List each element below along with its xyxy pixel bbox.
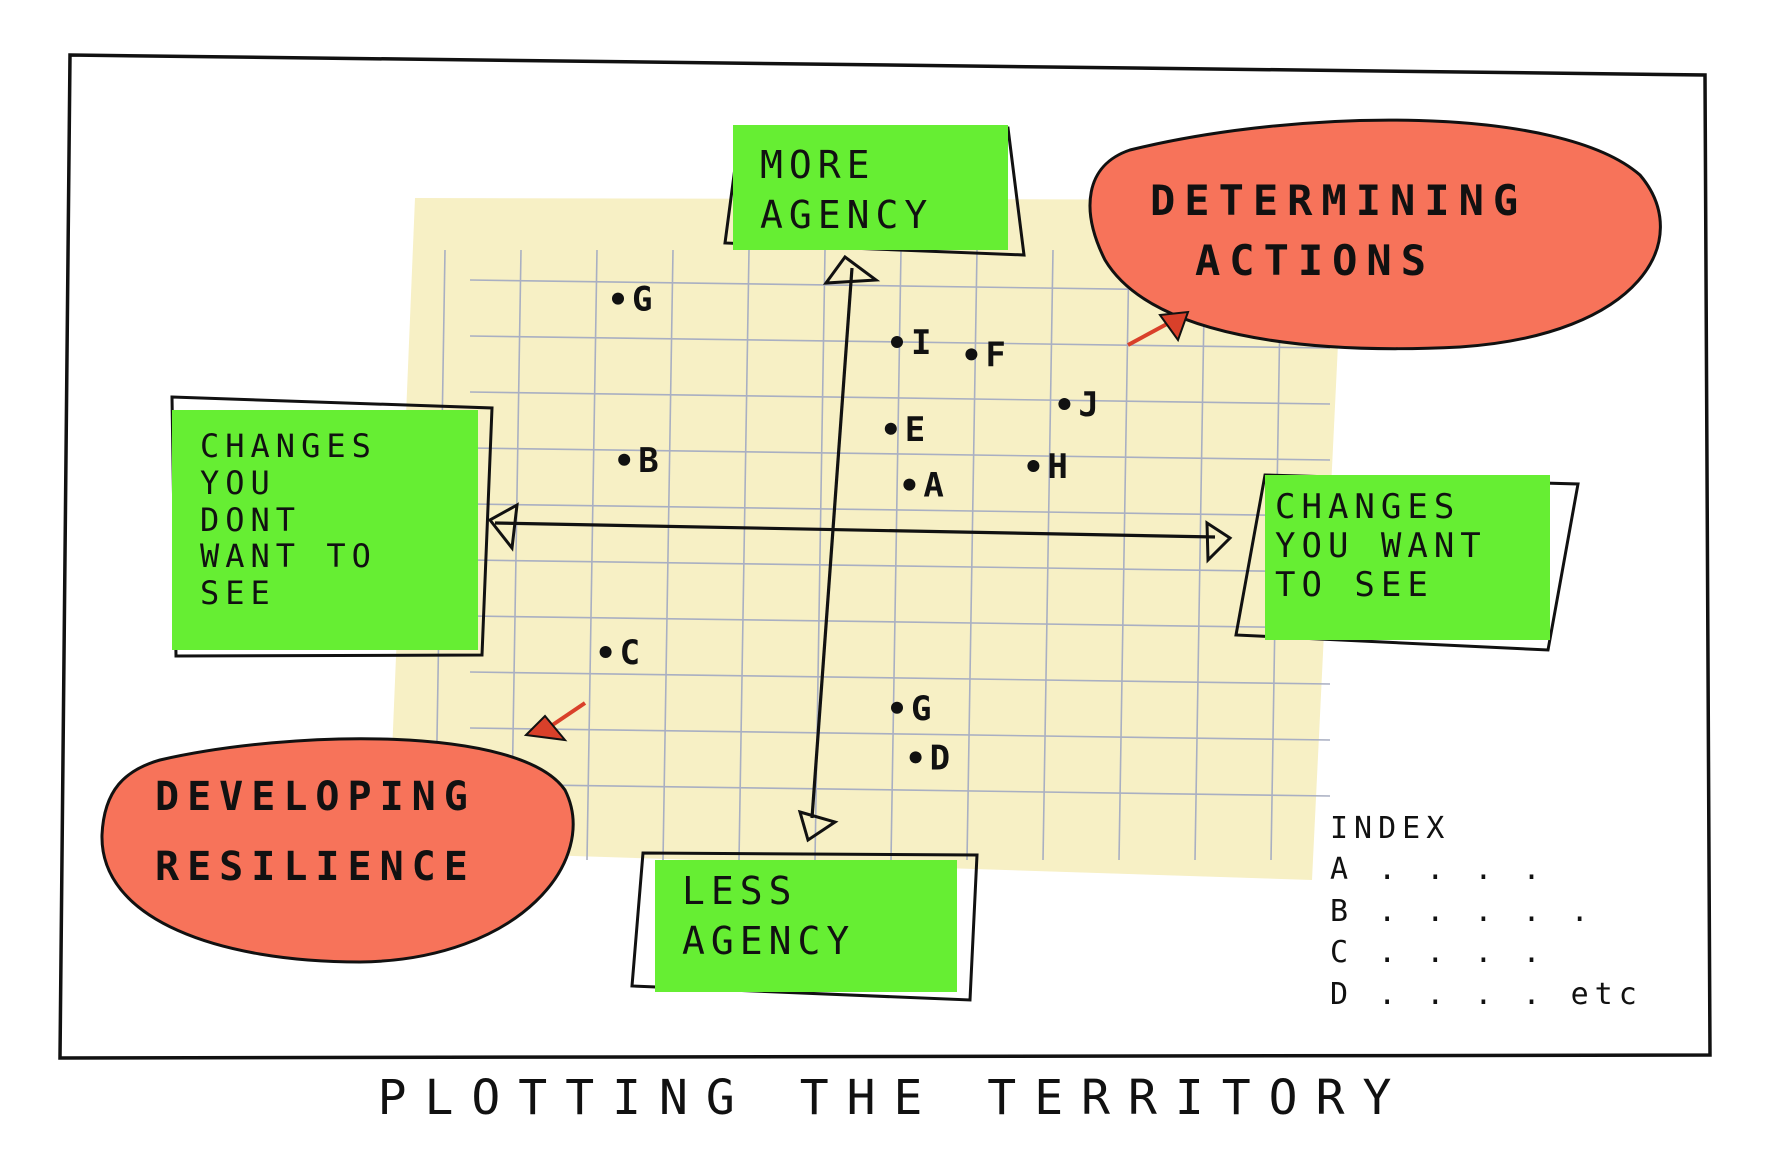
less-agency-label: LESS AGENCY	[682, 869, 856, 964]
vertical-axis-line	[810, 267, 854, 819]
data-point-label: A	[923, 466, 943, 506]
grid-line-horizontal	[469, 503, 1331, 517]
grid-line-vertical	[738, 249, 750, 861]
outer-frame	[58, 53, 1712, 1060]
grid-line-horizontal	[469, 783, 1331, 797]
data-point-dot	[903, 478, 916, 491]
index-row: A . . . .	[1330, 852, 1547, 888]
arrowhead-determining-actions	[1158, 310, 1190, 343]
data-point-label: D	[930, 738, 950, 778]
grid-lines	[434, 249, 1331, 861]
data-point-dot	[884, 422, 897, 435]
data-point-label: B	[638, 441, 658, 481]
data-point-dot	[909, 751, 922, 764]
index-row: C . . . .	[1330, 935, 1547, 971]
arrow-to-developing-resilience	[546, 701, 587, 730]
grid-line-vertical	[1118, 249, 1130, 861]
determining-actions-label: DETERMINING ACTIONS	[1150, 176, 1561, 285]
grid-line-horizontal	[469, 559, 1331, 573]
index-row: B . . . . .	[1330, 893, 1595, 929]
horizontal-axis-line	[494, 521, 1216, 539]
developing-resilience-blob	[100, 737, 575, 964]
data-point-label: G	[911, 689, 931, 729]
less-agency-note	[655, 860, 957, 992]
grid-line-horizontal	[469, 447, 1331, 461]
horizontal-axis-arrow-right	[1205, 520, 1233, 564]
data-point-dot	[1027, 460, 1040, 472]
developing-resilience-label: DEVELOPING RESILIENCE	[155, 774, 508, 890]
data-point-label: J	[1078, 385, 1098, 425]
grid-line-vertical	[662, 249, 674, 861]
grid-background	[388, 198, 1345, 880]
data-point-dot	[618, 453, 631, 466]
horizontal-axis-arrow-left	[487, 502, 519, 552]
diagram-title: PLOTTING THE TERRITORY	[377, 1070, 1410, 1126]
data-point-label: E	[905, 410, 925, 450]
grid-line-horizontal	[469, 615, 1331, 629]
data-point-dot	[612, 292, 624, 305]
data-point-label: F	[985, 335, 1005, 375]
less-agency-border	[630, 851, 979, 1002]
index-heading: INDEX	[1330, 811, 1451, 846]
data-point-label: G	[632, 280, 652, 320]
data-point-dot	[891, 701, 903, 714]
changes-want-note	[1265, 475, 1550, 640]
index-row: D . . . . etc	[1330, 976, 1643, 1012]
grid-line-horizontal	[469, 727, 1331, 741]
data-point-label: C	[620, 633, 640, 673]
grid-line-horizontal	[469, 391, 1331, 405]
grid-line-vertical	[890, 249, 902, 861]
grid-line-horizontal	[469, 671, 1331, 685]
grid-line-vertical	[1042, 249, 1054, 861]
data-point-dot	[891, 336, 903, 348]
data-point-dot	[1058, 398, 1071, 410]
data-point-dot	[599, 646, 612, 658]
grid-line-vertical	[586, 249, 598, 861]
more-agency-note	[733, 125, 1008, 250]
more-agency-label: MORE AGENCY	[760, 143, 934, 238]
data-point-label: H	[1047, 447, 1067, 487]
changes-dont-want-note	[172, 410, 478, 650]
arrowhead-developing-resilience	[523, 714, 568, 742]
changes-dont-want-label: CHANGES YOU DONT WANT TO SEE	[200, 427, 377, 613]
grid-line-vertical	[1194, 249, 1206, 861]
vertical-axis-arrow-top	[822, 254, 881, 285]
data-point-label: I	[911, 323, 931, 363]
determining-actions-blob	[1088, 118, 1662, 351]
data-point-dot	[965, 348, 978, 361]
changes-want-label: CHANGES YOU WANT TO SEE	[1275, 487, 1487, 606]
index-legend: INDEX A . . . . B . . . . . C . . . . D …	[1330, 808, 1643, 1015]
vertical-axis-arrow-bottom	[797, 809, 839, 843]
